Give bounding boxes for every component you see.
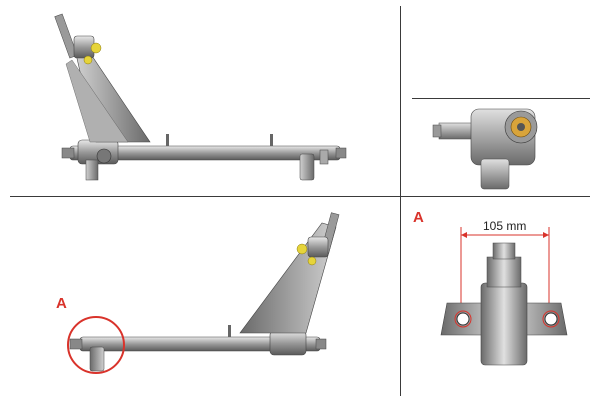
mounting-bracket-image [440, 227, 568, 366]
view-top-right [401, 99, 600, 196]
horizontal-divider [10, 196, 590, 197]
steering-rack-image-top [54, 13, 347, 181]
detail-circle-marker [67, 316, 125, 374]
detail-label-bottom-right: A [413, 209, 424, 226]
view-top-left [0, 0, 400, 196]
vertical-divider [400, 6, 401, 396]
dimension-label: 105 mm [483, 219, 527, 233]
detail-label-bottom-left: A [56, 295, 67, 312]
view-bottom-left: A [0, 197, 400, 400]
steering-rack-end-image [432, 108, 538, 190]
steering-rack-image-bottom [67, 212, 340, 374]
top-right-inner-divider [412, 98, 590, 99]
view-bottom-right: A 105 mm [401, 197, 600, 400]
